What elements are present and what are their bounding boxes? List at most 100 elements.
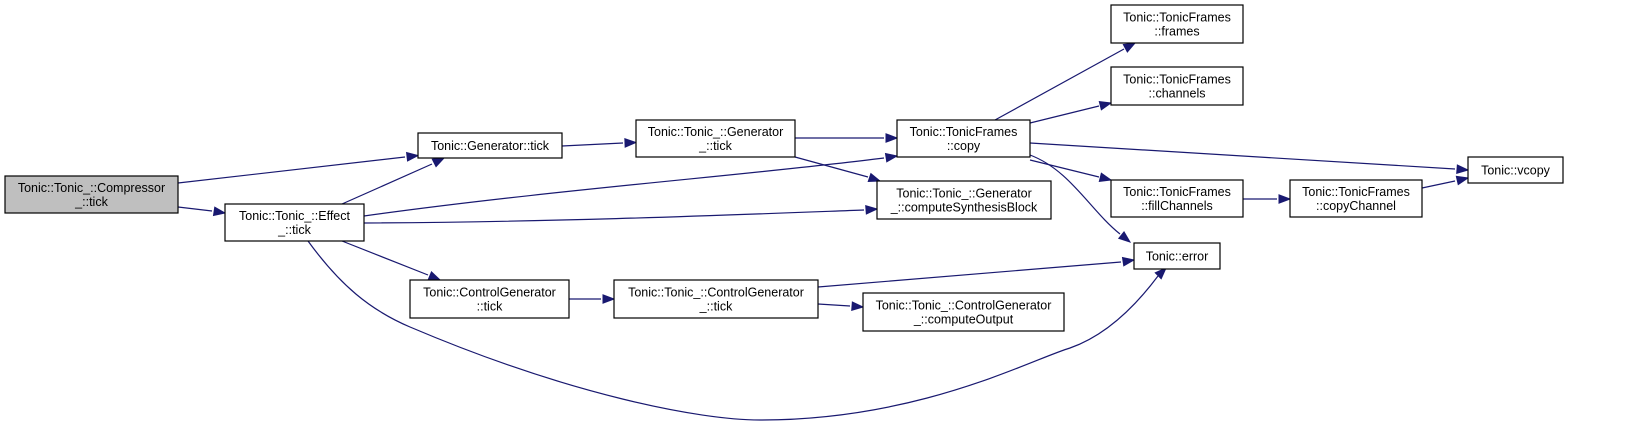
node-label-line: ::frames <box>1154 25 1199 39</box>
node-compute-synthesis[interactable]: Tonic::Tonic_::Generator_::computeSynthe… <box>876 180 1052 220</box>
arrow-head-icon <box>1455 175 1470 186</box>
node-box <box>613 279 819 319</box>
edge-line <box>363 209 865 224</box>
edge-line <box>561 142 624 147</box>
edge-tonicframes_copy-to-tonicframes_frames <box>994 42 1137 121</box>
arrow-head-icon <box>851 301 865 312</box>
edge-line <box>341 163 433 205</box>
node-label-line: ::fillChannels <box>1141 199 1213 213</box>
arrow-head-icon <box>1278 194 1292 204</box>
arrow-head-icon <box>427 271 442 281</box>
edge-generator_tick-to-generator__tick <box>561 138 638 148</box>
node-label-line: _::computeOutput <box>913 313 1014 327</box>
node-box <box>876 180 1052 220</box>
call-graph-edges <box>177 42 1470 421</box>
node-tonicframes-frames[interactable]: Tonic::TonicFrames::frames <box>1110 4 1244 44</box>
node-label-line: Tonic::TonicFrames <box>910 125 1018 139</box>
edge-effect_tick-to-generator_tick <box>341 157 446 205</box>
edge-line <box>1421 180 1456 189</box>
edge-line <box>817 303 851 307</box>
arrow-head-icon <box>1154 267 1167 280</box>
node-label-line: ::channels <box>1149 87 1206 101</box>
edge-generator__tick-to-compute_synthesis <box>794 156 882 183</box>
node-label-line: ::copy <box>947 139 981 153</box>
edge-line <box>307 240 1159 421</box>
node-label-line: Tonic::Tonic_::Generator <box>896 187 1032 201</box>
arrow-head-icon <box>602 294 616 304</box>
node-label-line: Tonic::error <box>1146 250 1209 264</box>
node-label-line: Tonic::Tonic_::Compressor <box>18 181 165 195</box>
node-box <box>862 292 1065 332</box>
edge-line <box>1029 105 1100 124</box>
edge-line <box>177 206 213 212</box>
arrow-head-icon <box>212 206 227 217</box>
node-box <box>1289 179 1423 218</box>
node-tonicframes-channels[interactable]: Tonic::TonicFrames::channels <box>1110 66 1244 106</box>
edge-tonicframes_copychannel-to-vcopy <box>1421 175 1470 189</box>
node-box <box>1467 156 1564 184</box>
arrow-head-icon <box>406 151 420 162</box>
node-label-line: _::tick <box>698 139 732 153</box>
node-label-line: Tonic::ControlGenerator <box>423 286 556 300</box>
edge-effect_tick-to-error <box>307 240 1167 421</box>
node-label-line: Tonic::TonicFrames <box>1123 11 1231 25</box>
edge-line <box>1029 142 1456 170</box>
node-error[interactable]: Tonic::error <box>1133 242 1221 270</box>
arrow-head-icon <box>431 157 446 168</box>
node-label-line: _::computeSynthesisBlock <box>890 201 1038 215</box>
edge-effect_tick-to-controlgen_tick <box>341 240 442 281</box>
node-label-line: Tonic::Tonic_::ControlGenerator <box>628 286 804 300</box>
node-label-line: _::tick <box>699 300 733 314</box>
node-controlgen-tick[interactable]: Tonic::ControlGenerator::tick <box>409 279 570 319</box>
node-box <box>1110 66 1244 106</box>
node-label-line: Tonic::vcopy <box>1481 164 1551 178</box>
edge-tonicframes_fillchannels-to-tonicframes_copychannel <box>1243 194 1292 204</box>
node-vcopy[interactable]: Tonic::vcopy <box>1467 156 1564 184</box>
edge-controlgen_tick-to-controlgen__tick <box>569 294 616 304</box>
edge-line <box>794 156 869 178</box>
node-box <box>417 132 563 159</box>
arrow-head-icon <box>1122 42 1137 53</box>
node-compute-output[interactable]: Tonic::Tonic_::ControlGenerator_::comput… <box>862 292 1065 332</box>
node-label-line: Tonic::TonicFrames <box>1123 73 1231 87</box>
edge-line <box>1029 154 1121 235</box>
edge-tonicframes_copy-to-tonicframes_channels <box>1029 101 1113 124</box>
node-label-line: Tonic::Tonic_::Generator <box>648 125 784 139</box>
node-label-line: Tonic::TonicFrames <box>1123 185 1231 199</box>
edge-line <box>994 48 1125 121</box>
node-label-line: _::tick <box>277 223 311 237</box>
arrow-head-icon <box>1456 164 1470 175</box>
arrow-head-icon <box>884 152 899 163</box>
node-box <box>1110 179 1244 218</box>
node-controlgen--tick[interactable]: Tonic::Tonic_::ControlGenerator_::tick <box>613 279 819 319</box>
node-box <box>4 175 179 214</box>
edge-line <box>817 261 1122 288</box>
node-label-line: ::tick <box>477 300 503 314</box>
edge-line <box>363 157 885 217</box>
node-label-line: Tonic::TonicFrames <box>1302 185 1410 199</box>
node-tonicframes-copychannel[interactable]: Tonic::TonicFrames::copyChannel <box>1289 179 1423 218</box>
node-effect-tick[interactable]: Tonic::Tonic_::Effect_::tick <box>224 203 365 242</box>
edge-tonicframes_copy-to-vcopy <box>1029 142 1470 175</box>
node-box <box>1110 4 1244 44</box>
arrow-head-icon <box>1121 256 1136 267</box>
edge-tonicframes_copy-to-tonicframes_fillchannels <box>1029 159 1113 182</box>
edge-tonicframes_copy-to-error <box>1029 154 1132 243</box>
edge-compressor_tick-to-effect_tick <box>177 206 227 217</box>
node-tonicframes-fillchannels[interactable]: Tonic::TonicFrames::fillChannels <box>1110 179 1244 218</box>
arrow-head-icon <box>867 172 882 183</box>
edge-line <box>177 156 406 184</box>
node-compressor-tick[interactable]: Tonic::Tonic_::Compressor_::tick <box>4 175 179 214</box>
node-generator-tick[interactable]: Tonic::Generator::tick <box>417 132 563 159</box>
edge-effect_tick-to-compute_synthesis <box>363 204 879 224</box>
node-label-line: _::tick <box>74 195 108 209</box>
node-tonicframes-copy[interactable]: Tonic::TonicFrames::copy <box>896 119 1031 158</box>
edge-controlgen__tick-to-compute_output <box>817 301 865 312</box>
node-label-line: Tonic::Tonic_::ControlGenerator <box>876 299 1052 313</box>
edge-line <box>1029 159 1100 178</box>
edge-generator__tick-to-tonicframes_copy <box>795 133 899 143</box>
node-generator--tick[interactable]: Tonic::Tonic_::Generator_::tick <box>635 119 796 158</box>
call-graph-nodes: Tonic::Tonic_::Compressor_::tickTonic::T… <box>4 4 1564 332</box>
arrow-head-icon <box>1098 101 1113 111</box>
